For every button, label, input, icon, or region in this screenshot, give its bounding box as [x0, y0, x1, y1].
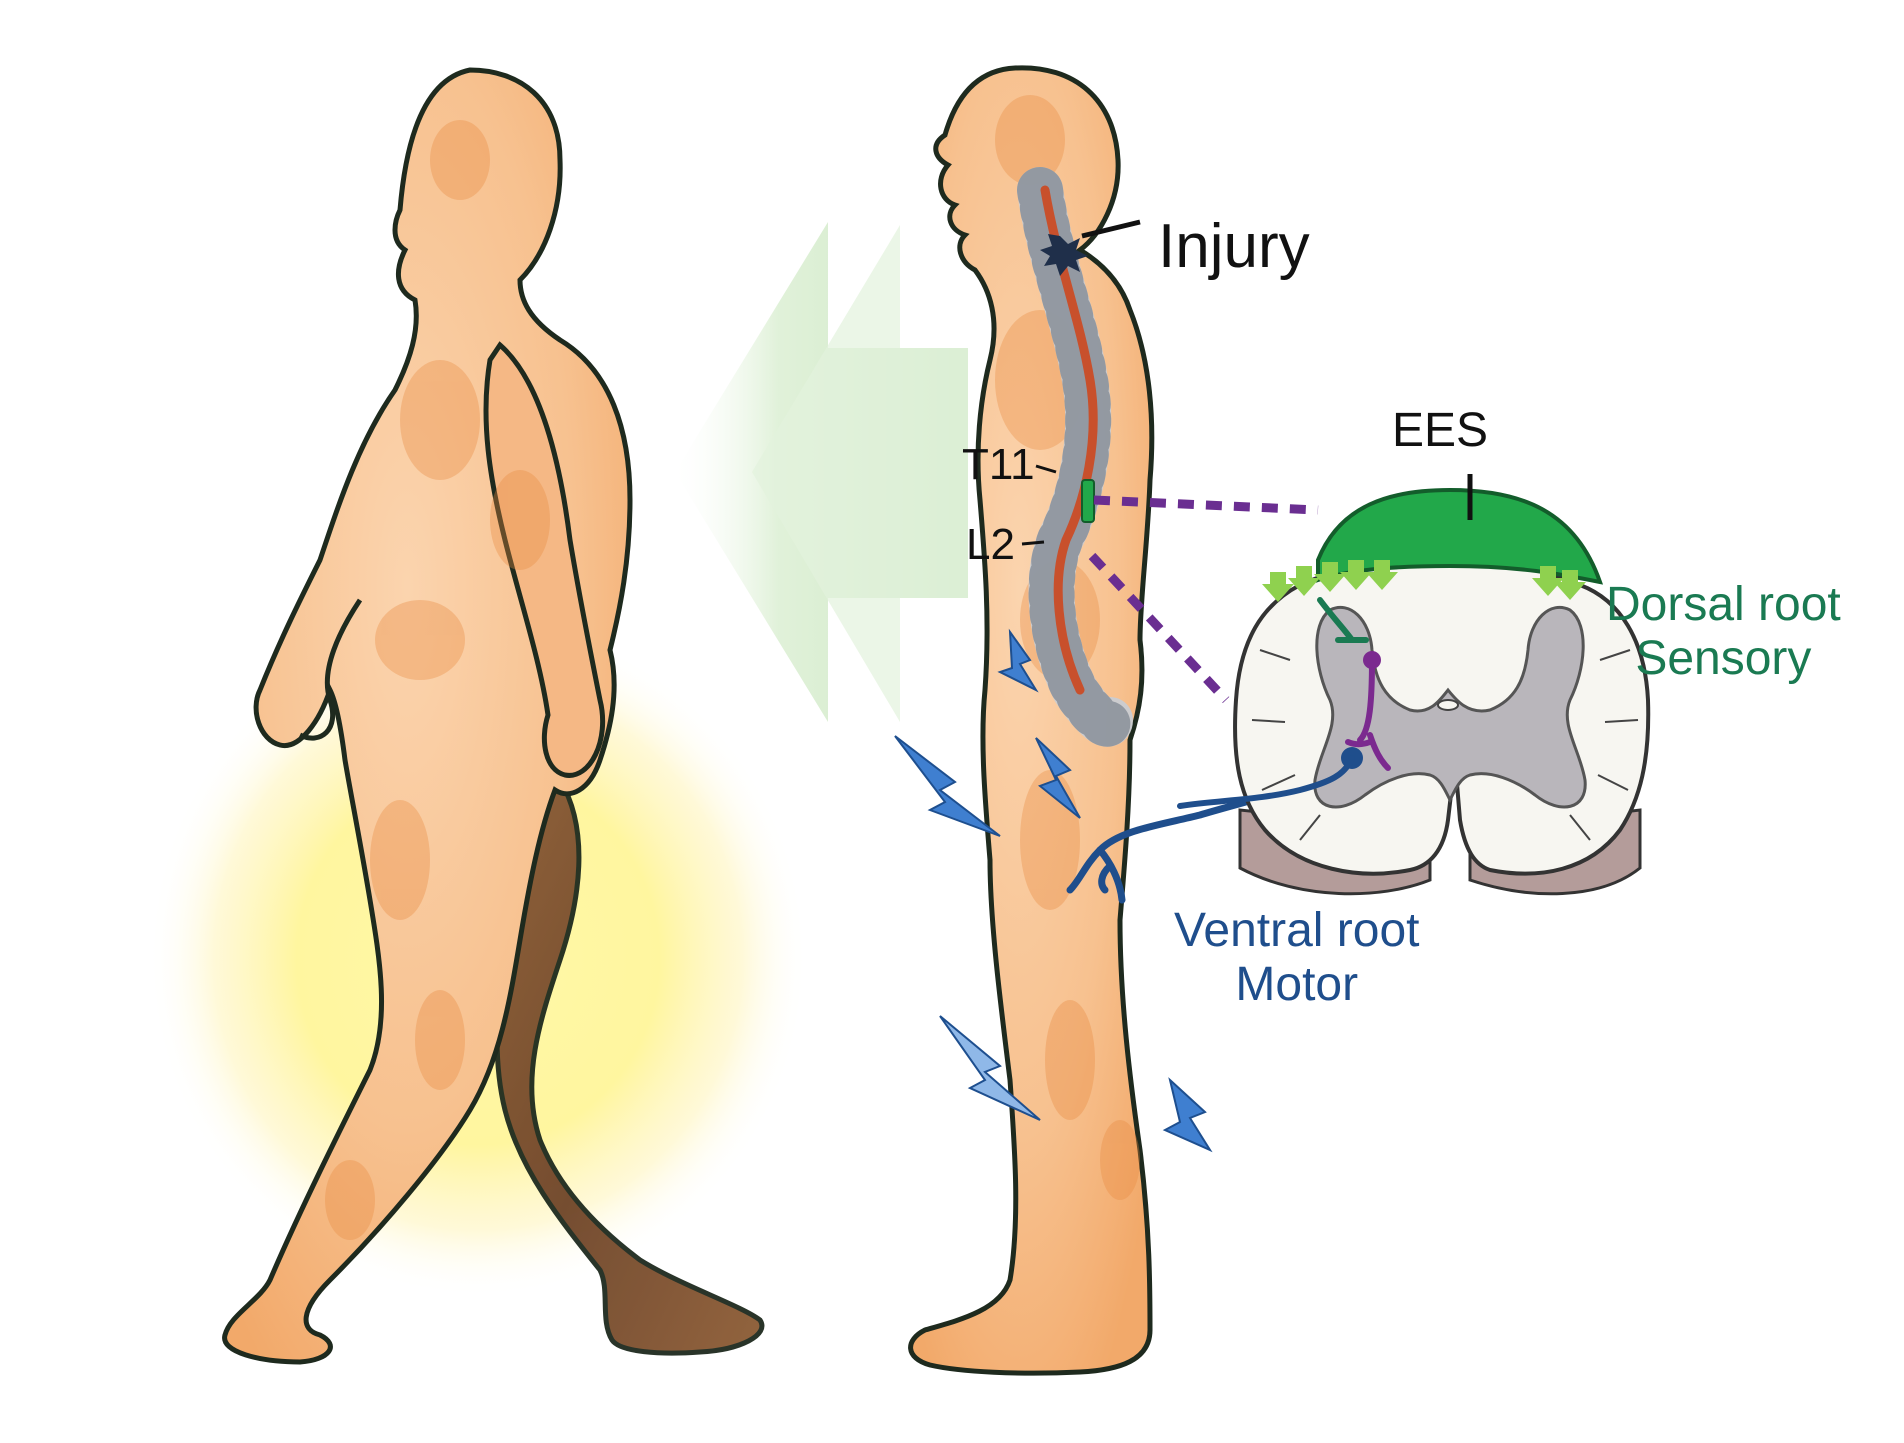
large-left-arrow-icon — [675, 222, 968, 722]
injury-pointer — [1081, 219, 1141, 239]
t11-tick — [1035, 464, 1057, 474]
ees-label: EES — [1392, 404, 1489, 457]
ventral-root-line2: Motor — [1235, 957, 1359, 1011]
connector-dashes — [1088, 495, 1319, 704]
standing-figure — [908, 65, 1155, 1376]
dorsal-root-label: Dorsal root Sensory — [1606, 578, 1841, 686]
ventral-root-line1: Ventral root — [1174, 904, 1420, 957]
motor-neuron — [1177, 747, 1363, 809]
ees-electrode — [1316, 487, 1604, 585]
injury-label: Injury — [1158, 212, 1310, 281]
walking-arm — [483, 341, 606, 778]
ventral-root-label: Ventral root Motor — [1174, 904, 1419, 1012]
injury-starburst-icon — [1040, 234, 1088, 276]
central-canal — [1437, 699, 1459, 711]
l2-label: L2 — [966, 520, 1015, 569]
stimulation-arrows — [1262, 560, 1586, 602]
dorsal-root-neuron — [1317, 597, 1369, 643]
spine — [1017, 167, 1133, 747]
dorsal-root-line1: Dorsal root — [1606, 578, 1841, 631]
lightning-bolt-icon — [894, 628, 1213, 1153]
spinal-cord — [1040, 185, 1098, 695]
interneuron — [1345, 651, 1391, 771]
dorsal-root-line2: Sensory — [1635, 631, 1812, 685]
spine-electrode — [1081, 479, 1095, 523]
l2-tick — [1021, 540, 1045, 546]
spinal-cord-cross-section — [1177, 474, 1651, 896]
t11-label: T11 — [962, 440, 1035, 489]
walking-figure — [222, 67, 765, 1365]
